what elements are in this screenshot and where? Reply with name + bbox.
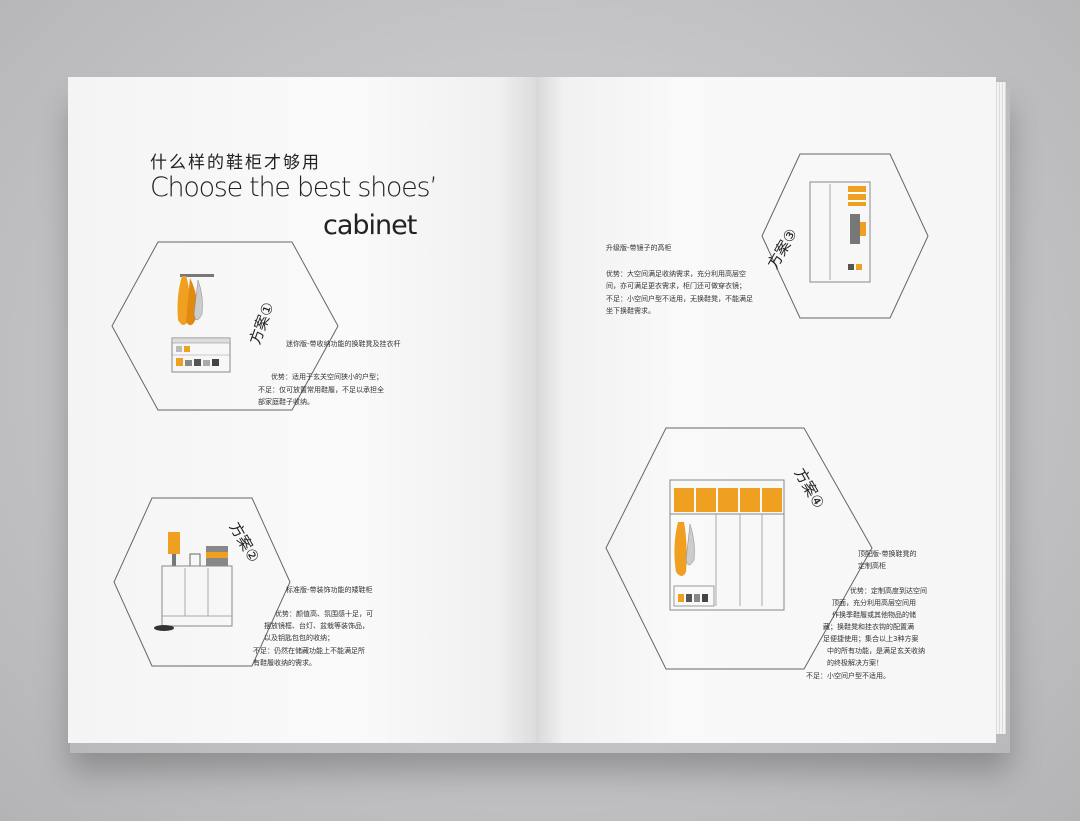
plan4-pros-6: 中的所有功能，是满足玄关收纳: [827, 647, 925, 655]
plan4-name-2: 定制高柜: [858, 562, 886, 570]
plan2-cons-1: 不足：仍然在储藏功能上不能满足所: [253, 647, 365, 655]
plan2-illustration: [154, 532, 233, 631]
plan4-pros-1: 优势：定制高度到达空间: [850, 587, 927, 595]
title-cn: 什么样的鞋柜才够用: [150, 153, 321, 173]
plan4-pros-7: 的终极解决方案！: [827, 659, 883, 667]
plan2-name: 标准版-带装饰功能的矮鞋柜: [286, 586, 373, 594]
right-page: [536, 77, 996, 743]
plan1-cons-2: 部家庭鞋子收纳。: [258, 398, 314, 406]
title-en-line2: cabinet: [323, 210, 417, 241]
plan2-pros-1: 优势：颜值高、氛围感十足，可: [275, 610, 373, 618]
title-en-line1: Choose the best shoes’: [150, 172, 438, 203]
plan4-pros-2: 顶面，充分利用高层空间用: [832, 599, 916, 607]
page-edges: [994, 82, 1006, 734]
plan1-illustration: [171, 274, 231, 373]
plan4-pros-3: 作换季鞋履或其他物品的储: [832, 611, 916, 619]
plan4-illustration: [669, 479, 785, 611]
plan2-hexagon: [113, 497, 291, 667]
plan4-name-1: 顶配版-带换鞋凳的: [858, 550, 917, 558]
plan3-name: 升级版-带镜子的高柜: [606, 244, 672, 252]
plan4-pros-4: 藏；换鞋凳和挂衣钩的配置满: [823, 623, 914, 631]
plan4-cons: 不足：小空间户型不适用。: [806, 672, 890, 680]
plan1-name: 迷你版-带收纳功能的换鞋凳及挂衣杆: [286, 340, 401, 348]
plan3-pros-1: 优势：大空间满足收纳需求，充分利用高层空: [606, 270, 746, 278]
plan2-pros-2: 摆放镜框、台灯、盆栽等装饰品，: [264, 622, 369, 630]
plan2-cons-2: 有鞋履收纳的需求。: [253, 659, 316, 667]
plan1-hexagon: [111, 241, 339, 411]
plan3-pros-2: 间，亦可满足更衣需求，柜门还可做穿衣镜；: [606, 282, 746, 290]
plan3-cons-1: 不足：小空间户型不适用，无换鞋凳，不能满足: [606, 295, 753, 303]
plan1-pros: 优势：适用于玄关空间狭小的户型；: [271, 373, 383, 381]
plan4-hexagon: [605, 427, 873, 670]
plan3-hexagon: [761, 153, 929, 319]
plan4-pros-5: 足便捷使用；集合以上3种方案: [823, 635, 919, 643]
left-page: [68, 77, 536, 743]
plan3-illustration: [809, 181, 871, 283]
plan3-cons-2: 坐下换鞋需求。: [606, 307, 655, 315]
plan1-cons-1: 不足：仅可放置常用鞋履，不足以承担全: [258, 386, 384, 394]
plan2-pros-3: 以及钥匙包包的收纳；: [264, 634, 334, 642]
